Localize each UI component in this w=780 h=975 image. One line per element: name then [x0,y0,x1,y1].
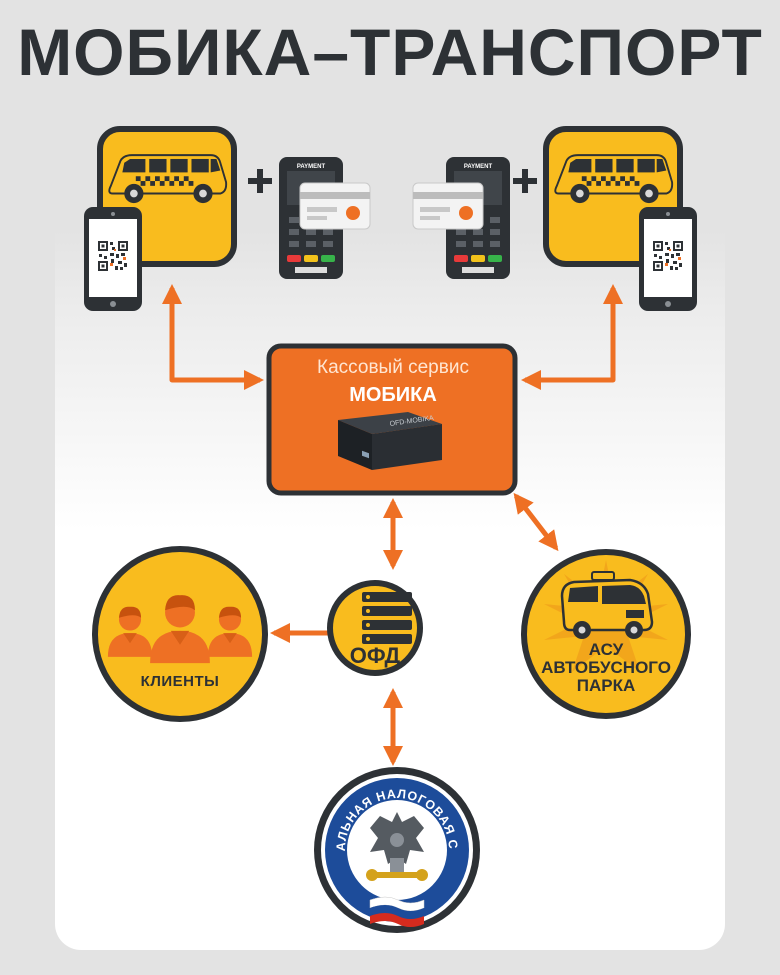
asu-label-line: АВТОБУСНОГО [541,658,671,677]
cash-service-box: OFD-MOBIKA [266,343,518,496]
ofd-label: ОФД [349,643,401,668]
asu-circle [521,549,691,719]
asu-label-line: ПАРКА [576,676,636,695]
payment-terminal-left: PAYMENT [279,157,371,279]
smartphone-qr-icon [639,207,697,311]
connectors [162,284,623,766]
asu-label: АСУ АВТОБУСНОГО ПАРКА [524,641,688,695]
plus-right-icon [513,169,537,193]
golden-keys-icon [366,869,428,881]
smartphone-qr-icon [84,207,142,311]
bus-icon [560,571,654,639]
arrow-left-taxi-to-kassa [162,284,264,390]
terminal-label: PAYMENT [464,164,493,170]
bank-card-icon [299,182,371,230]
fiscal-device-icon: OFD-MOBIKA [338,412,442,470]
ofd-circle [327,580,423,676]
cash-service-name: МОБИКА [349,384,437,406]
plus-left-icon [248,169,272,193]
cash-service-caption: Кассовый сервис [317,357,469,378]
arrow-kassa-to-asu [513,492,559,552]
taxi-right-card [543,126,697,311]
clients-circle [92,546,268,722]
terminal-label: PAYMENT [297,164,326,170]
asu-label-line: АСУ [588,640,624,659]
payment-terminal-right: PAYMENT [412,157,510,279]
double-headed-eagle-icon [370,812,424,872]
bank-card-icon [412,182,484,230]
clients-label: КЛИЕНТЫ [140,673,220,690]
arrow-right-taxi-to-kassa [521,284,623,390]
russian-flag-icon [369,896,425,927]
page-title: МОБИКА–ТРАНСПОРТ [17,15,763,89]
server-icon [362,592,412,644]
taxi-left-card [84,126,237,311]
